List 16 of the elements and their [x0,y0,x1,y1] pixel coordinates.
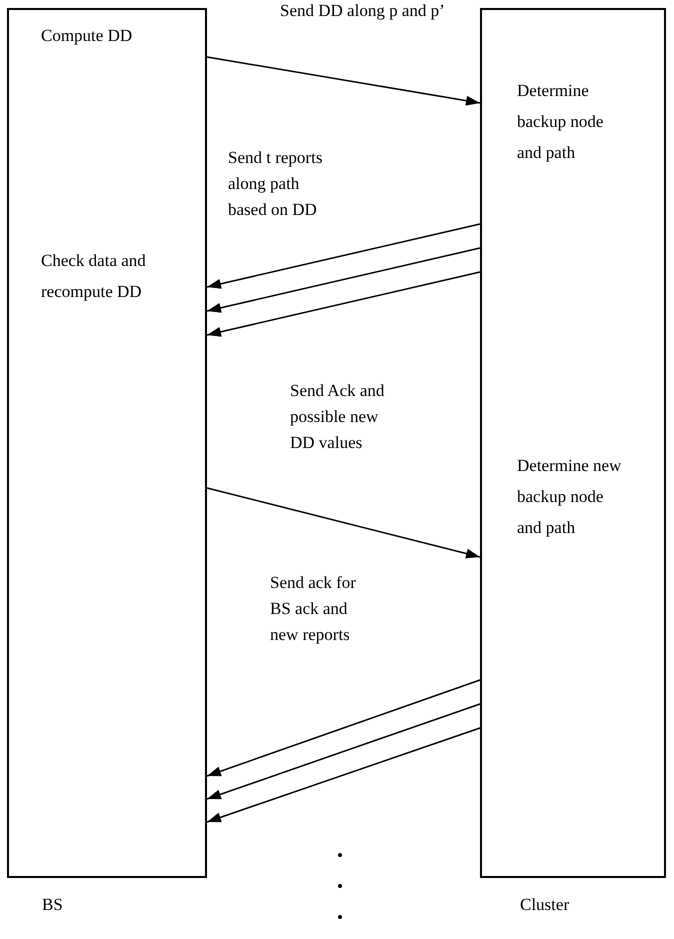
arrow [206,703,480,800]
arrow [206,56,480,106]
lifeline-box [7,8,207,878]
arrow [206,679,480,777]
step-text: Check data and recompute DD [41,250,147,303]
arrow [206,487,480,558]
arrow [206,247,480,313]
arrow [206,727,480,823]
step-text: Compute DD [41,25,134,47]
step-text: Determine new backup node and path [517,455,622,539]
lifeline-label: BS [42,895,63,915]
step-text: Determine backup node and path [517,80,604,164]
arrow [206,223,480,289]
arrow [206,271,480,337]
lifeline-box [480,8,666,878]
lifeline-label: Cluster [520,895,570,915]
